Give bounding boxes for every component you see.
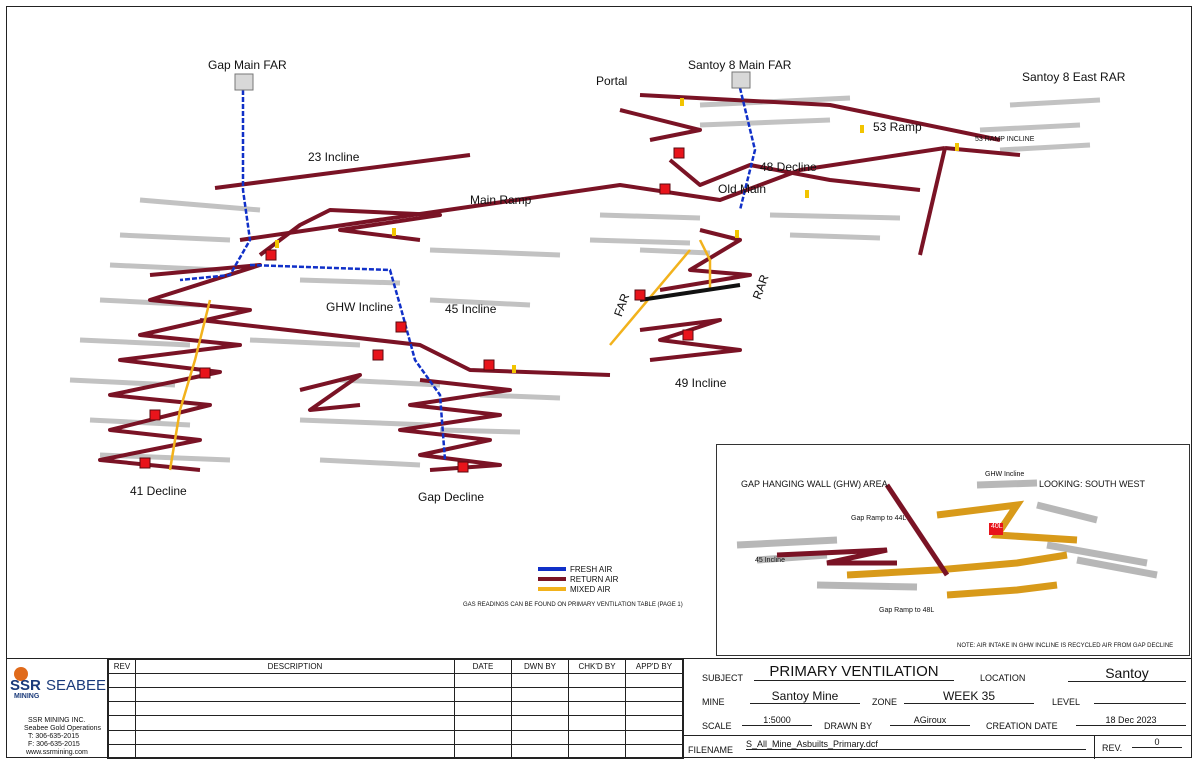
inset-title: GAP HANGING WALL (GHW) AREA xyxy=(741,479,888,489)
appd-by-header: APP'D BY xyxy=(625,659,683,674)
drawn-by-label: DRAWN BY xyxy=(824,721,873,731)
company-logo-cell: SSR SEABEE MINING SSR MINING INC. Seabee… xyxy=(6,659,108,759)
logo-ssr: SSR xyxy=(10,677,41,694)
creation-date-value: 18 Dec 2023 xyxy=(1076,715,1186,726)
revision-row xyxy=(108,715,683,731)
incline-45-label: 45 Incline xyxy=(445,302,497,316)
address-company: SSR MINING INC. xyxy=(28,717,86,724)
mine-label: MINE xyxy=(702,697,725,707)
revision-table: REV DESCRIPTION DATE DWN BY CHK'D BY APP… xyxy=(108,659,684,760)
website: www.ssrmining.com xyxy=(26,749,88,756)
incline-23-label: 23 Incline xyxy=(308,150,360,164)
legend: FRESH AIR RETURN AIR MIXED AIR xyxy=(538,564,618,594)
santoy8-east-rar-label: Santoy 8 East RAR xyxy=(1022,70,1126,84)
ssr-logo-icon xyxy=(14,667,28,681)
chkd-by-header: CHK'D BY xyxy=(568,659,626,674)
legend-return-air-text: RETURN AIR xyxy=(570,574,619,584)
subject-label: SUBJECT xyxy=(702,673,744,683)
gas-readings-note: GAS READINGS CAN BE FOUND ON PRIMARY VEN… xyxy=(463,602,683,608)
ghw-incline-label: GHW Incline xyxy=(326,300,394,314)
exhaust-route xyxy=(639,283,741,302)
inset-regulator-40l xyxy=(989,523,1003,535)
inset-level-40-label: 40L xyxy=(991,523,1003,530)
inset-incline-45-label: 45 Incline xyxy=(755,557,785,564)
main-ramp-label: Main Ramp xyxy=(470,193,532,207)
regulators xyxy=(139,147,694,473)
decline-48-label: 48 Decline xyxy=(760,160,817,174)
address-operations: Seabee Gold Operations xyxy=(24,725,102,732)
revision-row xyxy=(108,701,683,717)
inset-gap-ramp-44-label: Gap Ramp to 44L xyxy=(851,515,907,522)
filename-value: S_All_Mine_Asbuilts_Primary.dcf xyxy=(746,739,1086,750)
old-main-label: Old Main xyxy=(718,182,767,196)
subject-value: PRIMARY VENTILATION xyxy=(754,663,954,681)
rev-header: REV xyxy=(108,659,136,674)
legend-return-air: RETURN AIR xyxy=(538,574,618,584)
level-value xyxy=(1094,689,1186,704)
mine-value: Santoy Mine xyxy=(750,689,860,704)
door-markers xyxy=(275,98,959,373)
legend-fresh-air: FRESH AIR xyxy=(538,564,618,574)
creation-date-label: CREATION DATE xyxy=(986,721,1058,731)
logo-mining: MINING xyxy=(14,693,40,700)
phone-f: F: 306-635-2015 xyxy=(28,741,80,748)
gap-main-far-label: Gap Main FAR xyxy=(208,58,287,72)
legend-mixed-air-text: MIXED AIR xyxy=(570,584,611,594)
legend-fresh-air-text: FRESH AIR xyxy=(570,564,613,574)
portal-label: Portal xyxy=(596,74,628,88)
date-header: DATE xyxy=(454,659,512,674)
revision-row xyxy=(108,672,683,689)
revision-row xyxy=(108,729,683,745)
decline-41-label: 41 Decline xyxy=(130,484,187,498)
inset-gap-ramp-48-label: Gap Ramp to 48L xyxy=(879,607,935,614)
location-label: LOCATION xyxy=(980,673,1026,683)
level-label: LEVEL xyxy=(1052,697,1081,707)
ramp-53-label: 53 Ramp xyxy=(873,120,922,134)
inset-note: NOTE: AIR INTAKE IN GHW INCLINE IS RECYC… xyxy=(957,643,1174,649)
inset-schematic xyxy=(736,479,1158,599)
rev-value: 0 xyxy=(1132,737,1182,748)
zone-value: WEEK 35 xyxy=(904,689,1034,704)
title-block: SSR SEABEE MINING SSR MINING INC. Seabee… xyxy=(6,658,1192,760)
rev-label: REV. xyxy=(1102,743,1123,753)
inset-ghw-incline-label: GHW Incline xyxy=(985,471,1025,478)
legend-mixed-air: MIXED AIR xyxy=(538,584,618,594)
santoy8-main-far-label: Santoy 8 Main FAR xyxy=(688,58,792,72)
revision-row xyxy=(108,687,683,703)
inset-looking-label: LOOKING: SOUTH WEST xyxy=(1039,479,1146,489)
fresh-air-routes xyxy=(179,87,757,461)
location-value: Santoy xyxy=(1068,665,1186,682)
gap-decline-label: Gap Decline xyxy=(418,490,485,504)
filename-label: FILENAME xyxy=(688,745,734,755)
incline-49-label: 49 Incline xyxy=(675,376,727,390)
ramp-53-incline-label: 53 RAMP INCLINE xyxy=(975,136,1035,143)
zone-label: ZONE xyxy=(872,697,898,707)
ghw-inset-panel: GAP HANGING WALL (GHW) AREA LOOKING: SOU… xyxy=(716,444,1190,656)
santoy8-main-far-shaft xyxy=(731,71,751,89)
scale-value: 1:5000 xyxy=(742,715,812,726)
logo-seabee: SEABEE xyxy=(46,677,107,694)
description-header: DESCRIPTION xyxy=(135,659,455,674)
scale-label: SCALE xyxy=(702,721,732,731)
gap-main-far-shaft xyxy=(234,73,254,91)
revision-row xyxy=(108,743,683,760)
phone-t: T: 306-635-2015 xyxy=(28,733,79,740)
dwn-by-header: DWN BY xyxy=(511,659,569,674)
drawn-by-value: AGiroux xyxy=(890,715,970,726)
drawing-info: SUBJECT PRIMARY VENTILATION LOCATION San… xyxy=(684,659,1192,759)
return-air-routes xyxy=(98,93,1021,472)
